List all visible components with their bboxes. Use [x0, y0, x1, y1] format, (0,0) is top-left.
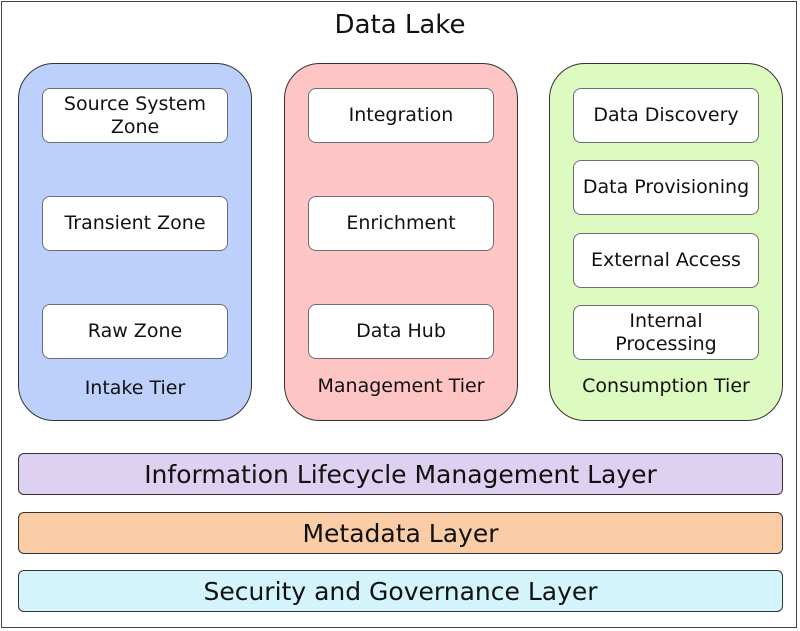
external-access-zone: External Access	[573, 233, 759, 288]
information-lifecycle-management-layer: Information Lifecycle Management Layer	[18, 453, 783, 495]
enrichment-zone: Enrichment	[308, 196, 494, 251]
data-discovery-zone: Data Discovery	[573, 88, 759, 143]
consumption-tier-label: Consumption Tier	[582, 375, 750, 397]
security-governance-layer: Security and Governance Layer	[18, 570, 783, 612]
data-hub-zone: Data Hub	[308, 304, 494, 359]
management-tier-label: Management Tier	[317, 375, 485, 397]
intake-tier-label: Intake Tier	[84, 377, 186, 399]
source-system-zone: Source System Zone	[42, 88, 228, 143]
intake-tier: Source System Zone Transient Zone Raw Zo…	[18, 63, 252, 421]
management-tier: Integration Enrichment Data Hub Manageme…	[284, 63, 518, 421]
integration-zone: Integration	[308, 88, 494, 143]
data-provisioning-zone: Data Provisioning	[573, 160, 759, 215]
consumption-tier: Data Discovery Data Provisioning Externa…	[549, 63, 783, 421]
diagram-title: Data Lake	[334, 10, 466, 40]
metadata-layer: Metadata Layer	[18, 512, 783, 554]
internal-processing-zone: Internal Processing	[573, 305, 759, 360]
raw-zone: Raw Zone	[42, 304, 228, 359]
transient-zone: Transient Zone	[42, 196, 228, 251]
